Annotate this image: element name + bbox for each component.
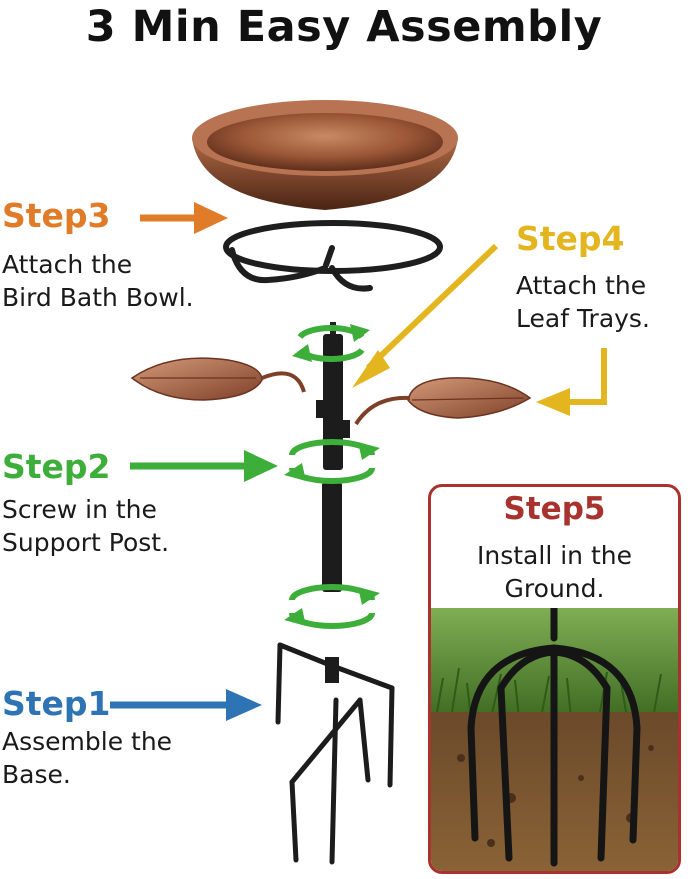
step1-description: Assemble the Base. [2,725,172,791]
arrow-icon [140,202,228,234]
step2-line-1: Screw in the [2,495,157,524]
step5-line-1: Install in the [477,541,632,570]
arrow-icon [110,689,262,721]
step1-line-1: Assemble the [2,727,173,756]
step2-description: Screw in the Support Post. [2,493,169,559]
rotate-arrow-icon [292,324,370,363]
step4-label: Step4 [516,219,625,258]
ground-installation-photo [431,608,678,871]
bird-bath-bowl [192,100,458,210]
leaf-tray-left [130,357,306,401]
bowl-ring-holder [223,220,443,292]
rotate-arrow-icon [284,584,380,629]
step1-label: Step1 [2,684,111,723]
arrow-icon [352,243,499,388]
step3-line-1: Attach the [2,250,133,279]
step5-label: Step5 [503,491,606,527]
leaf-tray-right [354,377,532,426]
rotate-arrow-icon [284,439,380,484]
page-title: 3 Min Easy Assembly [85,2,603,52]
arrow-icon [130,450,278,482]
step4-line-2: Leaf Trays. [516,304,650,333]
step4-line-1: Attach the [516,271,647,300]
ground-base-stakes [275,642,395,865]
step5-line-2: Ground. [504,574,605,603]
step5-card: Step5 Install in the Ground. [428,484,681,874]
support-post-upper [316,322,350,470]
step3-description: Attach the Bird Bath Bowl. [2,248,194,314]
step2-line-2: Support Post. [2,528,170,557]
step2-label: Step2 [2,447,111,486]
step3-label: Step3 [2,196,111,235]
step5-description: Install in the Ground. [431,539,678,605]
step4-description: Attach the Leaf Trays. [516,269,650,335]
arrow-icon [536,348,607,416]
step3-line-2: Bird Bath Bowl. [2,283,194,312]
support-post-lower [322,482,342,592]
step1-line-2: Base. [2,760,71,789]
